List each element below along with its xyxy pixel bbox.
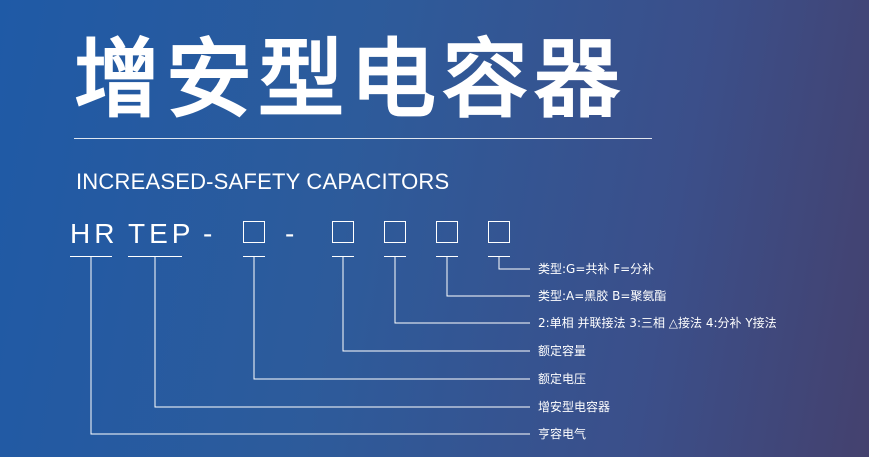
connector-capacity (342, 256, 530, 352)
material-box (436, 221, 458, 243)
model-prefix-hr: HR (70, 218, 119, 249)
capacity-box (332, 221, 354, 243)
legend-material-type: 类型:A=黑胶 B=聚氨酯 (538, 289, 667, 303)
connector-voltage (253, 256, 530, 380)
connector-type (154, 256, 530, 408)
connector-phase (394, 256, 530, 324)
page-title: 增安型电容器 (74, 30, 626, 130)
model-dash-1: - (203, 218, 217, 249)
compensation-box (488, 221, 510, 243)
legend-rated-voltage: 额定电压 (538, 372, 587, 386)
model-dash-2: - (285, 218, 299, 249)
connector-compensation (498, 256, 530, 270)
connector-material (446, 256, 530, 297)
title-divider (74, 138, 652, 139)
connector-brand (90, 256, 530, 435)
legend-brand: 亨容电气 (538, 427, 587, 441)
legend-compensation-type: 类型:G=共补 F=分补 (538, 262, 655, 276)
phase-box (384, 221, 406, 243)
legend-rated-capacity: 额定容量 (538, 344, 587, 358)
page-subtitle: INCREASED-SAFETY CAPACITORS (76, 169, 450, 194)
voltage-box (243, 221, 265, 243)
legend-phase-connection: 2:单相 并联接法 3:三相 △接法 4:分补 Y接法 (538, 316, 777, 330)
legend-product-type: 增安型电容器 (538, 400, 611, 414)
model-prefix-tep: TEP (128, 218, 195, 249)
